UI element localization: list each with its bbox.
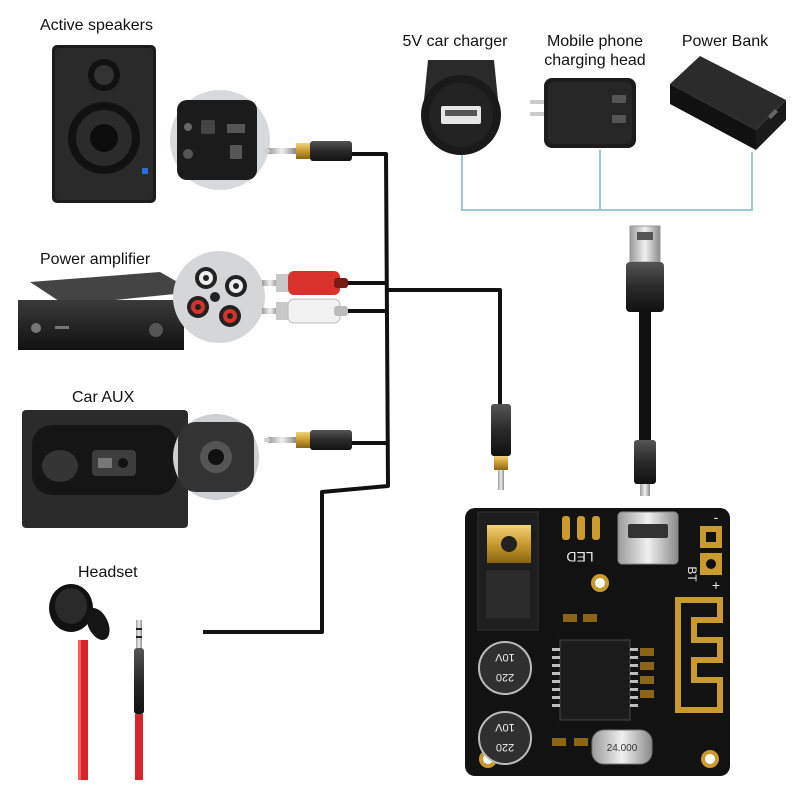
label-car-aux: Car AUX [72, 389, 135, 406]
label-active-speakers: Active speakers [40, 17, 153, 34]
rca-plug-white [262, 298, 348, 324]
capacitor-1-line1: 10V [495, 651, 515, 663]
crystal-text: 24.000 [607, 743, 638, 754]
usb-cable [626, 225, 664, 496]
label-headset: Headset [78, 564, 138, 581]
power-bank [670, 56, 786, 150]
board-pin-plus: + [712, 577, 720, 593]
bluetooth-board [465, 508, 730, 776]
board-led-text: LED [566, 549, 593, 565]
power-bracket [461, 150, 753, 211]
car-charger [421, 60, 501, 155]
active-speaker [52, 45, 156, 203]
speaker-port-zoom [170, 90, 270, 190]
aux-plug-speaker [264, 141, 352, 161]
label-phone-head-line1: Mobile phone [546, 33, 644, 50]
label-phone-head: Mobile phone charging head [520, 32, 670, 70]
capacitor-2-line1: 10V [495, 721, 515, 733]
label-power-amplifier: Power amplifier [40, 251, 151, 268]
power-amplifier [18, 272, 195, 350]
label-phone-head-line2: charging head [544, 52, 646, 69]
rca-plug-red [262, 271, 348, 295]
capacitor-2-line2: 220 [496, 741, 514, 753]
car-aux-panel [22, 410, 188, 528]
board-bt-text: BT [685, 566, 699, 582]
amplifier-rca-zoom [173, 251, 265, 343]
audio-cables [203, 152, 502, 634]
car-aux-port-zoom [173, 414, 259, 500]
capacitor-1-line2: 220 [496, 671, 514, 683]
label-car-charger: 5V car charger [402, 33, 508, 50]
label-power-bank: Power Bank [681, 33, 769, 50]
aux-plug-board [491, 404, 511, 490]
board-pin-minus: - [714, 509, 719, 525]
phone-charging-head [530, 78, 636, 148]
headset-plug [134, 620, 144, 780]
aux-plug-car [264, 430, 352, 450]
headset [49, 584, 110, 780]
